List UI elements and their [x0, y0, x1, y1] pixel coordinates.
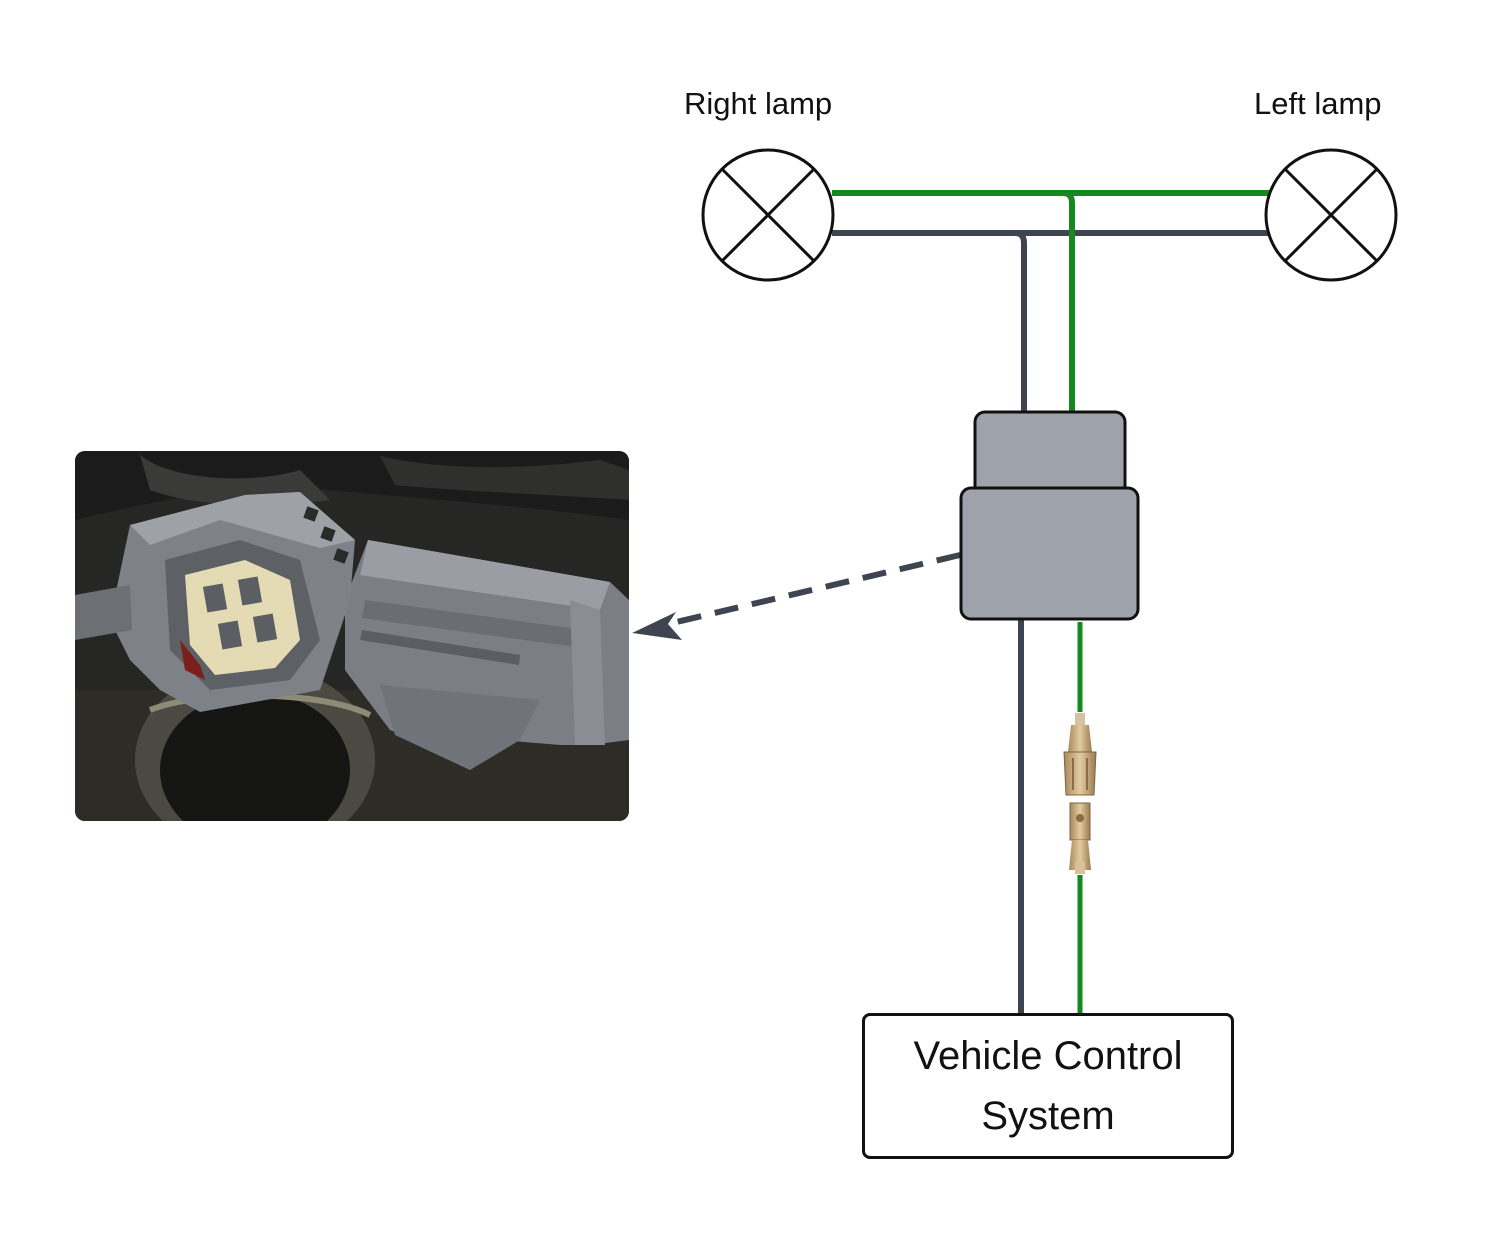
- dashed-arrow-icon: [632, 552, 961, 640]
- spade-terminal-male-icon: [1069, 802, 1091, 874]
- top-bus-wires: [832, 190, 1270, 412]
- left-lamp-icon: [1264, 148, 1398, 282]
- right-lamp-label: Right lamp: [684, 86, 833, 121]
- lower-wires: [1018, 618, 1083, 1013]
- vcs-line-1: Vehicle Control: [913, 1034, 1183, 1078]
- green-drop-wire: [1062, 190, 1075, 412]
- gray-drop-wire: [1014, 230, 1027, 412]
- vehicle-control-system-label: Vehicle Control System: [913, 1026, 1182, 1146]
- left-lamp-label: Left lamp: [1254, 86, 1382, 121]
- vcs-line-2: System: [981, 1094, 1115, 1138]
- connector-block-icon: [959, 410, 1140, 621]
- connector-photo: [75, 451, 629, 821]
- right-lamp-icon: [701, 148, 835, 282]
- vehicle-control-system-box: Vehicle Control System: [862, 1013, 1234, 1159]
- spade-terminal-female-icon: [1063, 713, 1097, 796]
